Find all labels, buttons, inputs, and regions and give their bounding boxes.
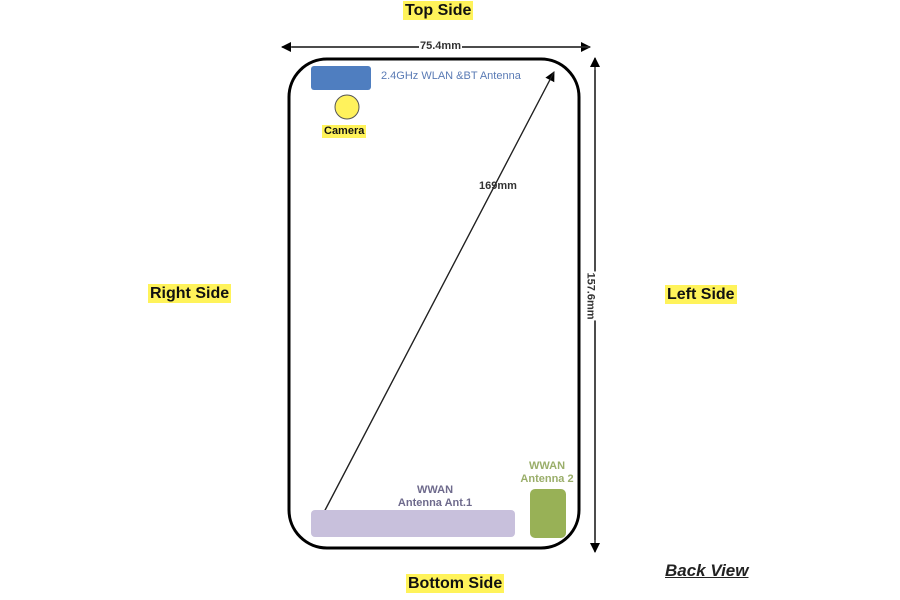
width-dimension-label: 75.4mm bbox=[419, 40, 462, 52]
wwan-antenna-1-block bbox=[311, 510, 515, 537]
wwan-antenna-2-line1: WWAN bbox=[528, 460, 566, 472]
phone-outline bbox=[287, 57, 581, 550]
camera-label: Camera bbox=[322, 125, 367, 138]
diagonal-dimension-label: 169mm bbox=[479, 180, 517, 192]
wwan-antenna-2-line2: Antenna 2 bbox=[520, 473, 574, 485]
wwan-antenna-1-line1: WWAN bbox=[416, 484, 454, 496]
left-side-label: Left Side bbox=[665, 285, 737, 304]
wlan-antenna-label: 2.4GHz WLAN &BT Antenna bbox=[381, 70, 521, 82]
right-side-label: Right Side bbox=[148, 284, 232, 303]
wlan-antenna-block bbox=[311, 66, 371, 90]
height-dimension-label: 157.6mm bbox=[584, 271, 597, 321]
bottom-side-label: Bottom Side bbox=[406, 574, 505, 593]
wwan-antenna-1-line2: Antenna Ant.1 bbox=[397, 497, 473, 509]
camera-icon bbox=[334, 94, 360, 120]
wwan-antenna-2-block bbox=[530, 489, 566, 538]
wwan-antenna-2-label: WWAN Antenna 2 bbox=[512, 460, 582, 486]
top-side-label: Top Side bbox=[403, 1, 474, 20]
wwan-antenna-1-label: WWAN Antenna Ant.1 bbox=[375, 484, 495, 510]
back-view-title: Back View bbox=[665, 561, 749, 580]
